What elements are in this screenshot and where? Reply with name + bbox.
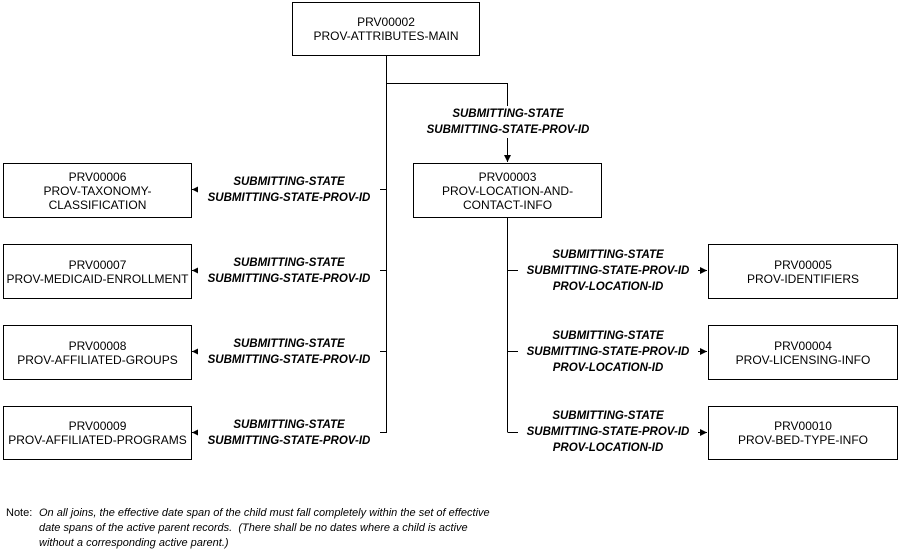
- entity-name: PROV-BED-TYPE-INFO: [737, 433, 868, 447]
- entity-name: PROV-IDENTIFIERS: [746, 271, 859, 286]
- entity-prv00002: PRV00002 PROV-ATTRIBUTES-MAIN: [292, 2, 480, 56]
- entity-name-line-1: PROV-TAXONOMY-: [43, 183, 152, 198]
- join-key-2: SUBMITTING-STATE-PROV-ID: [426, 124, 590, 136]
- entity-name-line-2: CONTACT-INFO: [462, 197, 553, 212]
- entity-prv00006: PRV00006 PROV-TAXONOMY- CLASSIFICATION: [3, 163, 192, 218]
- join-label-main-to-programs: SUBMITTING-STATE SUBMITTING-STATE-PROV-I…: [198, 417, 380, 449]
- entity-name: PROV-MEDICAID-ENROLLMENT: [6, 271, 189, 286]
- join-key-2: SUBMITTING-STATE-PROV-ID: [526, 346, 690, 358]
- join-key-1: SUBMITTING-STATE: [233, 257, 345, 269]
- entity-name: PROV-ATTRIBUTES-MAIN: [313, 29, 459, 43]
- join-key-2: SUBMITTING-STATE-PROV-ID: [207, 273, 371, 285]
- join-key-1: SUBMITTING-STATE: [233, 176, 345, 188]
- entity-id: PRV00009: [68, 419, 127, 433]
- join-key-3: PROV-LOCATION-ID: [552, 442, 664, 454]
- footnote-prefix: Note:: [6, 507, 33, 519]
- join-key-1: SUBMITTING-STATE: [552, 330, 664, 342]
- footnote-line-2: date spans of the active parent records.…: [39, 522, 468, 534]
- entity-id: PRV00006: [68, 169, 127, 184]
- entity-id: PRV00010: [774, 419, 832, 433]
- entity-id: PRV00005: [774, 257, 832, 272]
- join-key-1: SUBMITTING-STATE: [552, 249, 664, 261]
- entity-id: PRV00007: [68, 257, 127, 272]
- join-key-2: SUBMITTING-STATE-PROV-ID: [526, 426, 690, 438]
- join-key-2: SUBMITTING-STATE-PROV-ID: [207, 192, 371, 204]
- entity-name: PROV-LICENSING-INFO: [735, 352, 871, 367]
- join-key-2: SUBMITTING-STATE-PROV-ID: [207, 435, 371, 447]
- join-key-1: SUBMITTING-STATE: [233, 338, 345, 350]
- entity-name-line-2: CLASSIFICATION: [48, 197, 147, 212]
- footnote: Note: On all joins, the effective date s…: [6, 506, 490, 551]
- entity-prv00010: PRV00010 PROV-BED-TYPE-INFO: [708, 406, 898, 460]
- footnote-line-1: On all joins, the effective date span of…: [39, 507, 490, 519]
- entity-id: PRV00002: [357, 15, 415, 29]
- join-label-main-to-groups: SUBMITTING-STATE SUBMITTING-STATE-PROV-I…: [198, 336, 380, 368]
- join-key-3: PROV-LOCATION-ID: [552, 362, 664, 374]
- entity-name: PROV-AFFILIATED-GROUPS: [17, 352, 178, 367]
- entity-prv00003: PRV00003 PROV-LOCATION-AND- CONTACT-INFO: [413, 163, 602, 218]
- join-label-main-to-location: SUBMITTING-STATE SUBMITTING-STATE-PROV-I…: [418, 106, 598, 138]
- join-key-1: SUBMITTING-STATE: [233, 419, 345, 431]
- join-key-1: SUBMITTING-STATE: [452, 108, 564, 120]
- entity-name: PROV-AFFILIATED-PROGRAMS: [8, 433, 187, 447]
- join-key-2: SUBMITTING-STATE-PROV-ID: [207, 354, 371, 366]
- join-label-main-to-taxonomy: SUBMITTING-STATE SUBMITTING-STATE-PROV-I…: [198, 174, 380, 206]
- entity-prv00004: PRV00004 PROV-LICENSING-INFO: [708, 325, 898, 380]
- entity-prv00009: PRV00009 PROV-AFFILIATED-PROGRAMS: [3, 406, 192, 460]
- entity-id: PRV00004: [774, 338, 832, 353]
- join-key-1: SUBMITTING-STATE: [552, 410, 664, 422]
- entity-prv00007: PRV00007 PROV-MEDICAID-ENROLLMENT: [3, 244, 192, 299]
- join-label-location-to-bedtype: SUBMITTING-STATE SUBMITTING-STATE-PROV-I…: [518, 408, 698, 456]
- join-label-main-to-medicaid: SUBMITTING-STATE SUBMITTING-STATE-PROV-I…: [198, 255, 380, 287]
- footnote-line-3: without a corresponding active parent.): [39, 537, 229, 549]
- join-key-2: SUBMITTING-STATE-PROV-ID: [526, 265, 690, 277]
- entity-name-line-1: PROV-LOCATION-AND-: [441, 183, 574, 198]
- entity-id: PRV00003: [478, 169, 537, 184]
- join-label-location-to-licensing: SUBMITTING-STATE SUBMITTING-STATE-PROV-I…: [518, 328, 698, 376]
- entity-prv00005: PRV00005 PROV-IDENTIFIERS: [708, 244, 898, 299]
- join-key-3: PROV-LOCATION-ID: [552, 281, 664, 293]
- entity-id: PRV00008: [68, 338, 127, 353]
- entity-prv00008: PRV00008 PROV-AFFILIATED-GROUPS: [3, 325, 192, 380]
- join-label-location-to-identifiers: SUBMITTING-STATE SUBMITTING-STATE-PROV-I…: [518, 247, 698, 295]
